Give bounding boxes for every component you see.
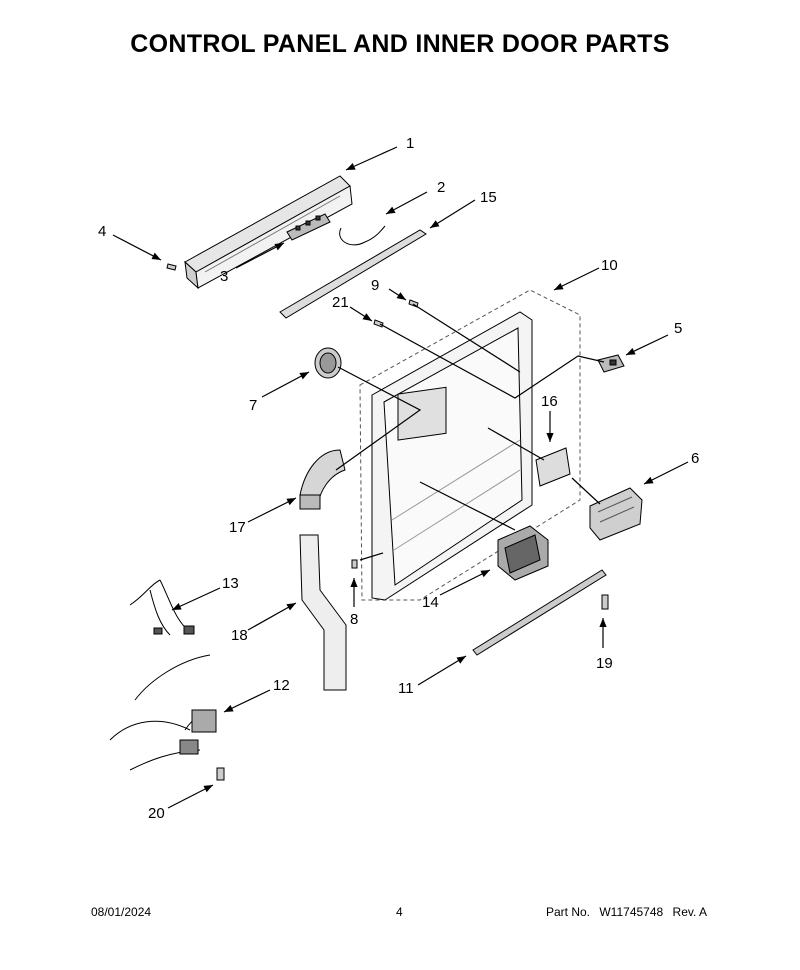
callout-8: 8 — [350, 611, 358, 628]
vent-assembly — [314, 347, 342, 379]
wire-harness-12 — [109, 654, 217, 771]
door-latch — [597, 354, 625, 373]
callout-17: 17 — [229, 519, 246, 536]
inner-door-liner — [371, 311, 533, 601]
footer-page-number: 4 — [396, 905, 403, 919]
leader-lines — [335, 303, 605, 561]
fuse-part-20 — [216, 767, 225, 781]
callout-11: 11 — [398, 680, 414, 697]
callout-5: 5 — [674, 320, 682, 337]
callout-19: 19 — [596, 655, 613, 672]
footer-part-number: W11745748 — [599, 905, 664, 919]
footer-part-label: Part No. — [546, 905, 591, 919]
callout-arrows — [112, 146, 689, 809]
ui-cable — [339, 225, 386, 246]
screw-part-8 — [351, 559, 358, 569]
wire-harness-13 — [129, 579, 195, 636]
callout-7: 7 — [249, 397, 257, 414]
callout-1: 1 — [406, 135, 414, 152]
callout-12: 12 — [273, 677, 290, 694]
control-panel-console — [184, 175, 353, 290]
user-interface-board — [286, 213, 331, 241]
screw-part-19 — [601, 594, 609, 610]
mounting-bracket — [535, 447, 571, 487]
callout-2: 2 — [437, 179, 445, 196]
vent-duct-upper — [299, 449, 346, 510]
callout-3: 3 — [220, 268, 228, 285]
page-title: CONTROL PANEL AND INNER DOOR PARTS — [130, 30, 670, 58]
door-rail — [472, 569, 607, 656]
callout-9: 9 — [371, 277, 379, 294]
gasket-strip — [279, 229, 427, 319]
callout-18: 18 — [231, 627, 248, 644]
callout-4: 4 — [98, 223, 106, 240]
detergent-dispenser — [497, 525, 549, 581]
footer-date: 08/01/2024 — [91, 905, 152, 919]
callout-14: 14 — [422, 594, 439, 611]
vent-duct-lower — [299, 534, 347, 691]
dispenser-module — [589, 487, 643, 541]
callout-13: 13 — [222, 575, 239, 592]
footer-part-info: Part No. W11745748 Rev. A — [546, 905, 713, 919]
callout-15: 15 — [480, 189, 497, 206]
callout-6: 6 — [691, 450, 699, 467]
callout-20: 20 — [148, 805, 165, 822]
callout-16: 16 — [541, 393, 558, 410]
callout-21: 21 — [332, 294, 349, 311]
callout-10: 10 — [601, 257, 618, 274]
inner-door-outline — [359, 289, 581, 601]
screw-part-4 — [166, 263, 177, 271]
screw-part-21 — [373, 319, 384, 328]
footer-revision: Rev. A — [672, 905, 707, 919]
